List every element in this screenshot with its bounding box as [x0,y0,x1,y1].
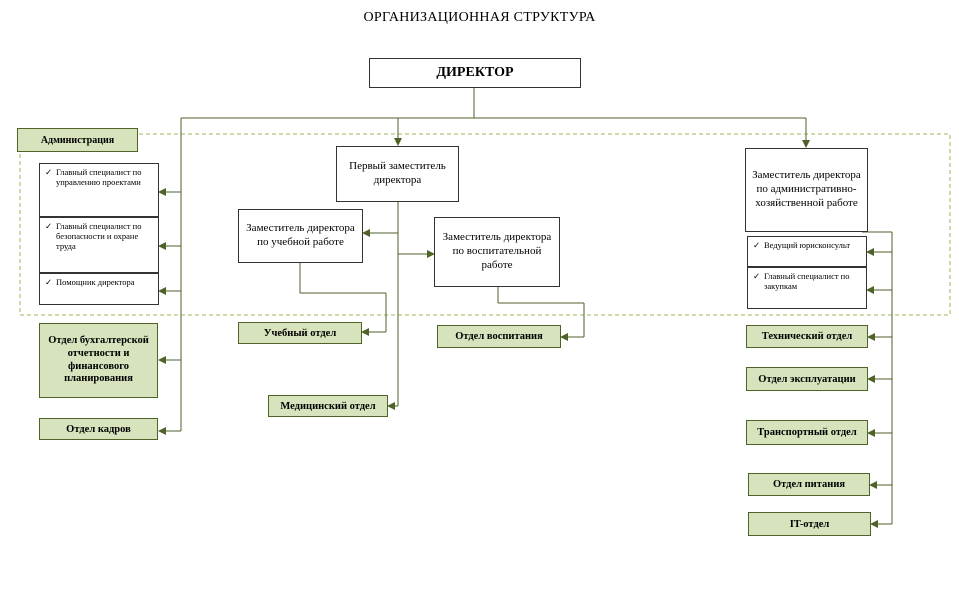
director-box[interactable]: ДИРЕКТОР [369,58,581,88]
right-item-label: Главный специалист по закупкам [764,271,850,292]
dept-it[interactable]: IT-отдел [748,512,871,536]
admin-item-label: Помощник директора [56,277,135,287]
deputy-admin-box[interactable]: Заместитель директора по административно… [745,148,868,232]
admin-item-label: Главный специалист по управлению проекта… [56,167,142,188]
check-icon: ✓ [45,167,53,177]
dept-upbringing[interactable]: Отдел воспитания [437,325,561,348]
dept-food-label: Отдел питания [772,479,846,490]
check-icon: ✓ [45,277,53,287]
deputy-upbringing-label: Заместитель директора по воспитательной … [442,231,552,271]
dept-medical[interactable]: Медицинский отдел [268,395,388,417]
administration-frame [19,133,951,316]
dept-transport-label: Транспортный отдел [757,427,857,438]
director-label: ДИРЕКТОР [436,65,514,80]
dept-transport[interactable]: Транспортный отдел [746,420,868,445]
right-item-lawyer[interactable]: ✓ Ведущий юрисконсульт [747,236,867,267]
admin-item-safety[interactable]: ✓ Главный специалист по безопасности и о… [39,217,159,273]
chart-title: ОРГАНИЗАЦИОННАЯ СТРУКТУРА [363,10,596,25]
dept-operations[interactable]: Отдел эксплуатации [746,367,868,391]
check-icon: ✓ [753,240,761,250]
administration-label-box[interactable]: Администрация [17,128,138,152]
dept-hr[interactable]: Отдел кадров [39,418,158,440]
dept-it-label: IT-отдел [789,518,830,530]
dept-study[interactable]: Учебный отдел [238,322,362,344]
dept-medical-label: Медицинский отдел [280,400,376,412]
admin-item-label: Главный специалист по безопасности и охр… [56,221,142,252]
deputy-edu-box[interactable]: Заместитель директора по учебной работе [238,209,363,263]
dept-accounting[interactable]: Отдел бухгалтерской отчетности и финансо… [39,323,158,398]
deputy-edu-label: Заместитель директора по учебной работе [246,222,355,248]
dept-operations-label: Отдел эксплуатации [758,373,856,385]
dept-study-label: Учебный отдел [263,327,337,339]
dept-technical-label: Технический отдел [761,331,853,342]
administration-label: Администрация [40,134,115,146]
check-icon: ✓ [753,271,761,281]
deputy-admin-label: Заместитель директора по административно… [752,169,861,209]
dept-upbringing-label: Отдел воспитания [455,331,543,342]
first-deputy-label: Первый заместитель директора [349,160,446,186]
admin-item-assistant[interactable]: ✓ Помощник директора [39,273,159,305]
admin-item-projects[interactable]: ✓ Главный специалист по управлению проек… [39,163,159,217]
check-icon: ✓ [45,221,53,231]
right-item-procurement[interactable]: ✓ Главный специалист по закупкам [747,267,867,309]
first-deputy-box[interactable]: Первый заместитель директора [336,146,459,202]
dept-hr-label: Отдел кадров [66,423,131,435]
dept-accounting-label: Отдел бухгалтерской отчетности и финансо… [48,335,149,385]
deputy-upbringing-box[interactable]: Заместитель директора по воспитательной … [434,217,560,287]
right-item-label: Ведущий юрисконсульт [764,240,851,250]
dept-food[interactable]: Отдел питания [748,473,870,496]
dept-technical[interactable]: Технический отдел [746,325,868,348]
